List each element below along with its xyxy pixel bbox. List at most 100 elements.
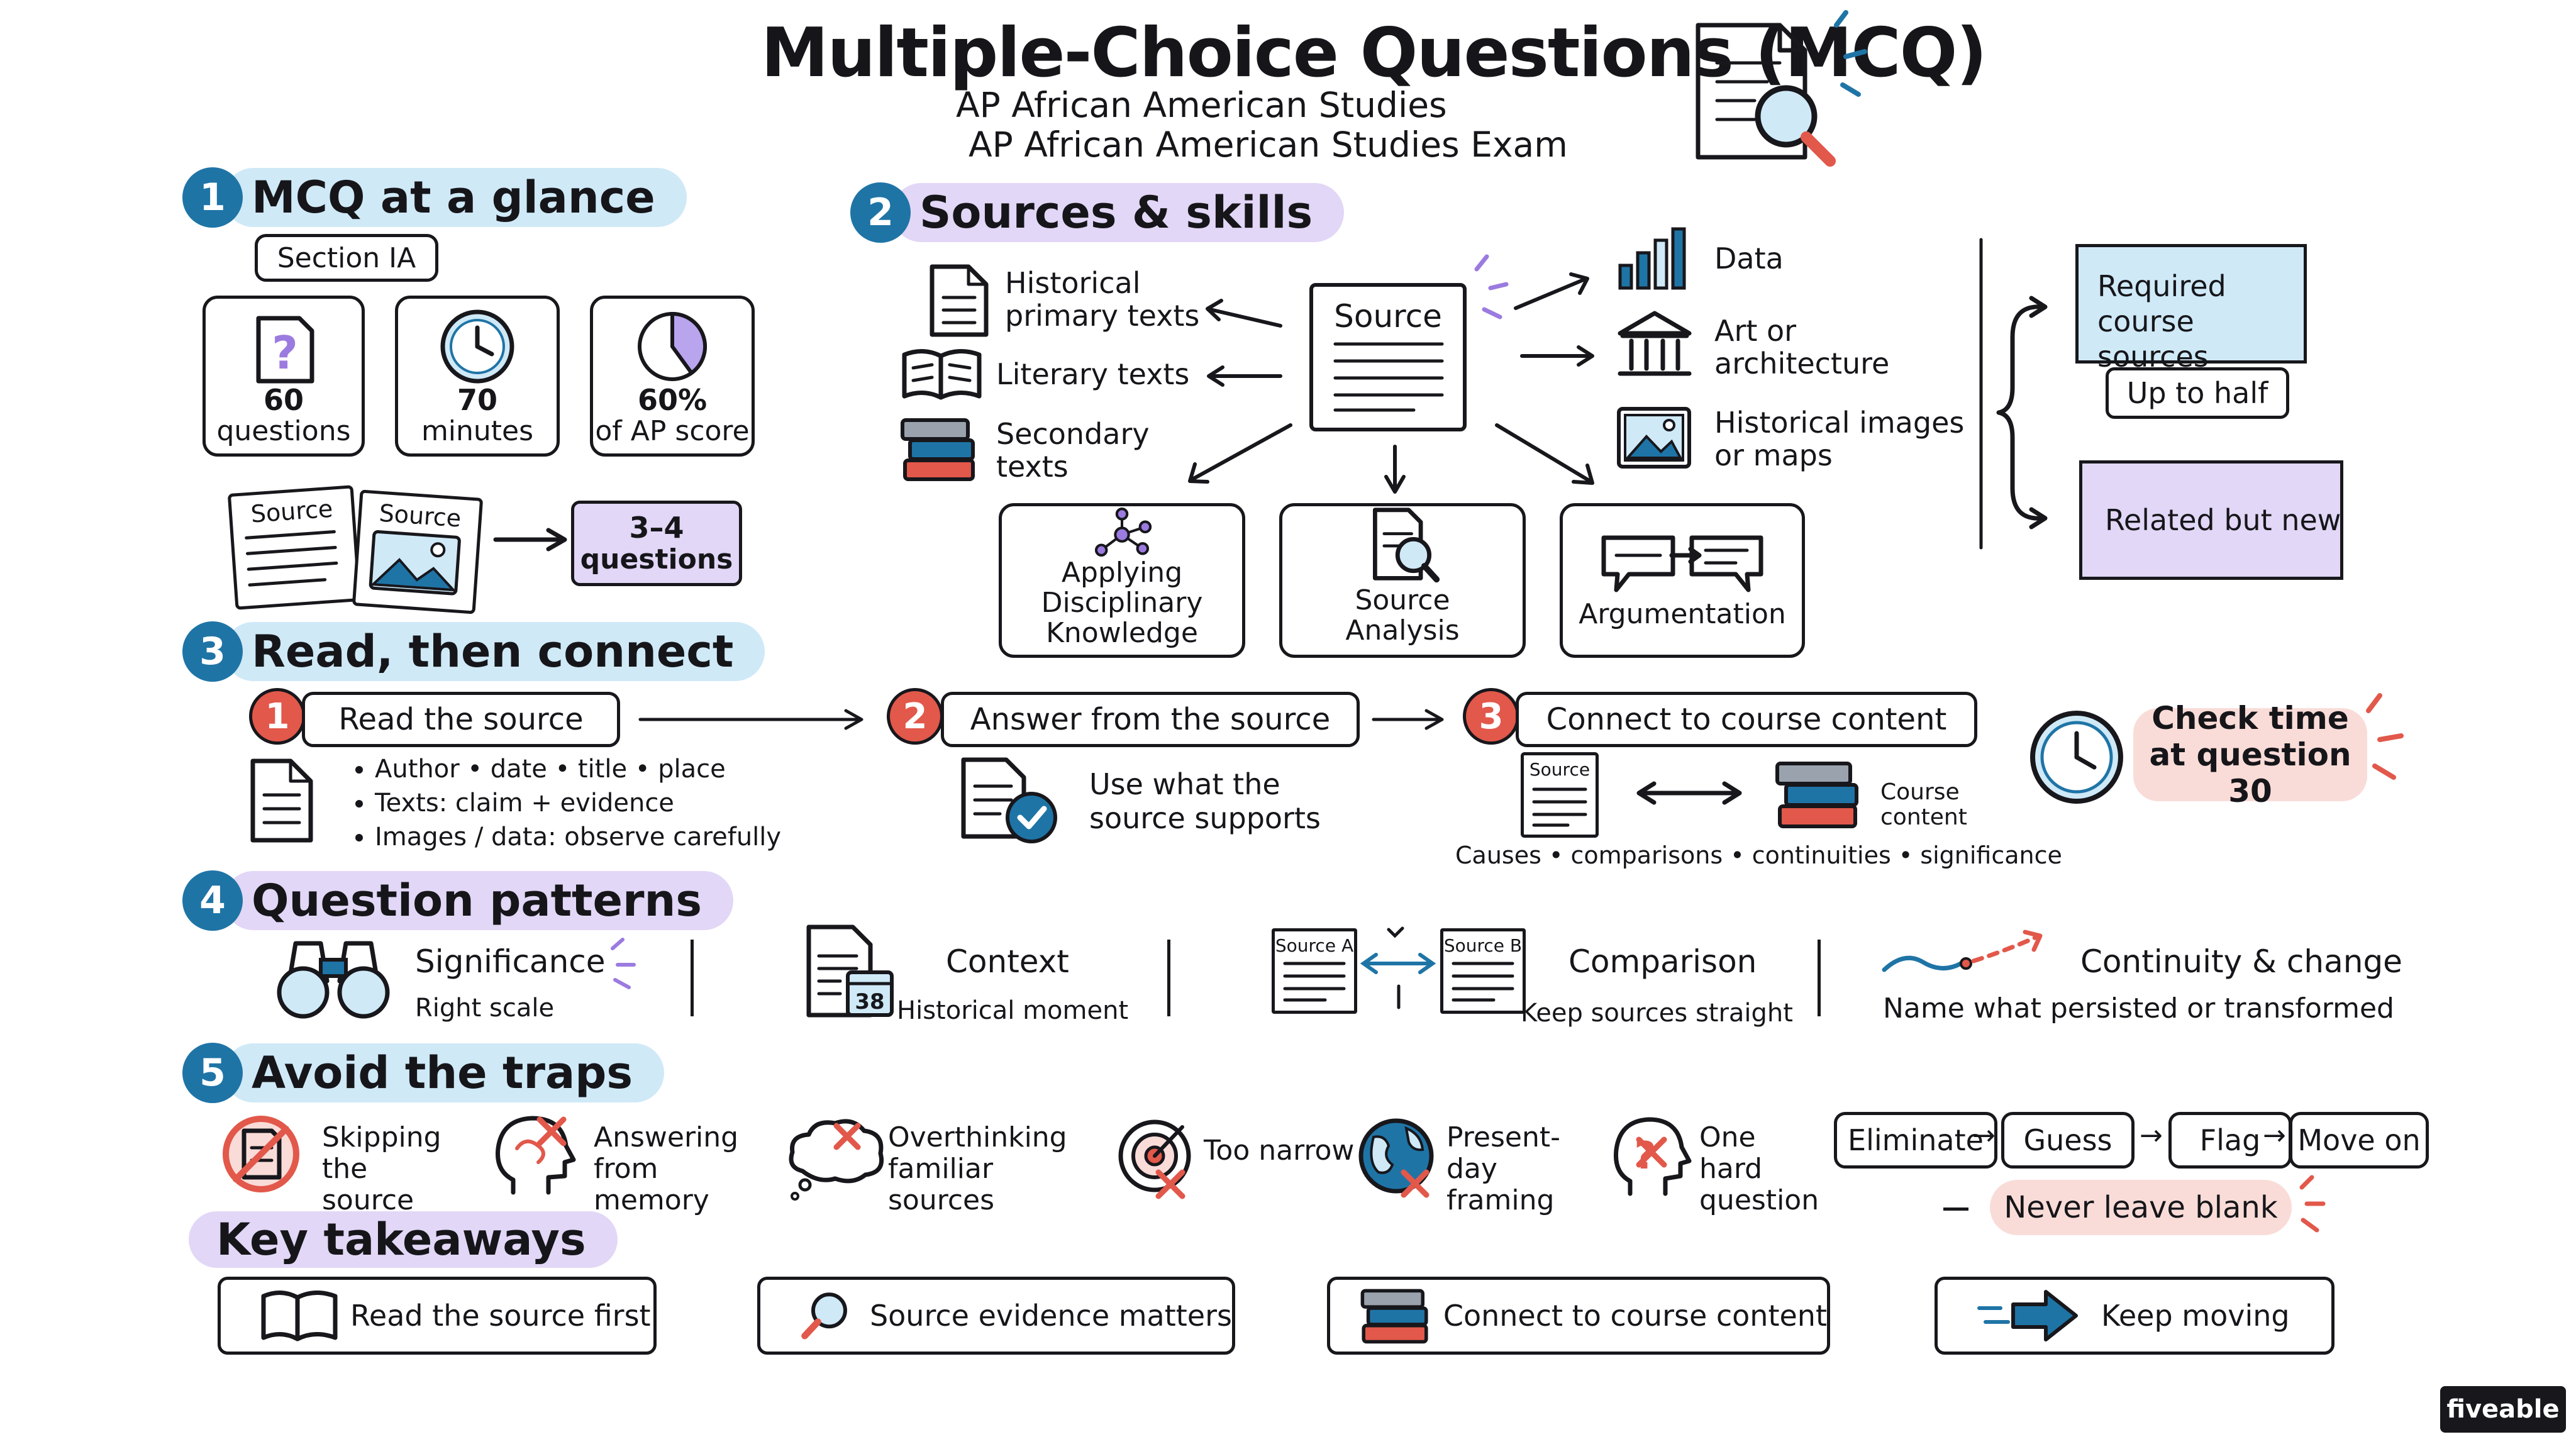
narrow-target-icon	[1118, 1119, 1191, 1199]
takeaway-read-source-first: Read the source first	[218, 1277, 657, 1355]
data-label: Data	[1714, 242, 1784, 275]
related-sources-text: Related but new	[2105, 503, 2341, 537]
check-time-clock-icon	[2030, 711, 2123, 804]
speech-bubbles-icon	[1601, 535, 1763, 592]
pattern-continuity-title: Continuity & change	[2080, 943, 2402, 980]
landscape-image-icon	[369, 530, 461, 596]
calendar-document-icon: 38	[806, 924, 894, 1018]
score-pie-icon	[638, 311, 707, 381]
question-set-box: 3–4 questions	[571, 501, 742, 586]
skip-source-icon	[223, 1116, 299, 1192]
related-sources-note: Related but new	[2079, 460, 2343, 580]
minutes-count: 70	[457, 383, 497, 417]
takeaway-2-text: Source evidence matters	[869, 1299, 1232, 1333]
trap-skipping-source: Skipping the source	[322, 1121, 441, 1216]
takeaway-3-text: Connect to course content	[1443, 1299, 1827, 1333]
trap-one-hard-question: One hard question	[1699, 1121, 1819, 1216]
source-b-lines	[1452, 962, 1514, 1002]
pattern-divider-3	[1818, 940, 1821, 1016]
read-checklist: Author • date • title • place Texts: cla…	[350, 752, 781, 854]
open-book-small-icon	[261, 1291, 338, 1341]
arrow-step-2-to-3	[1372, 709, 1444, 730]
section-2-header: 2 Sources & skills	[850, 182, 1345, 243]
network-nodes-icon	[1094, 508, 1152, 557]
skill-card-source-analysis: Source Analysis	[1279, 503, 1526, 658]
document-check-icon	[961, 757, 1057, 843]
double-arrow-icon	[1636, 781, 1742, 805]
source-text-card: Source	[227, 485, 362, 610]
calendar-day: 38	[855, 989, 884, 1014]
takeaway-1-text: Read the source first	[350, 1299, 651, 1333]
source-a-document: Source A	[1272, 928, 1357, 1014]
step-2-label: Answer from the source	[941, 692, 1360, 747]
pattern-comparison-title: Comparison	[1568, 943, 1757, 980]
pattern-context-sub: Historical moment	[897, 996, 1129, 1025]
flow-arrow-2: →	[2140, 1119, 2163, 1152]
step-2-number: 2	[887, 688, 943, 745]
section-ia-label: Section IA	[255, 234, 438, 282]
secondary-texts-label: Secondary texts	[996, 417, 1150, 484]
trap-overthinking: Overthinking familiar sources	[888, 1121, 1067, 1216]
mini-source-label: Source	[1529, 759, 1591, 780]
pattern-context-title: Context	[946, 943, 1069, 980]
use-what-source-supports: Use what the source supports	[1089, 767, 1321, 835]
connect-caption: Causes • comparisons • continuities • si…	[1455, 841, 2062, 869]
check-time-badge: Check time at question 30	[2133, 700, 2367, 809]
checklist-item-metadata: Author • date • title • place	[375, 752, 781, 786]
section-4-number: 4	[182, 870, 243, 931]
step-1-label: Read the source	[302, 692, 620, 747]
section-1-number: 1	[182, 167, 243, 228]
flow-guess: Guess	[2001, 1112, 2135, 1169]
never-blank-dash	[1943, 1208, 1968, 1211]
svg-text:?: ?	[272, 326, 298, 379]
source-a-label: Source A	[1275, 935, 1354, 956]
divider-bracket	[1979, 238, 2048, 550]
course-content-label: Course content	[1880, 779, 1967, 830]
continuity-wave-icon	[1882, 930, 2043, 972]
arrow-step-1-to-2	[638, 709, 863, 730]
skill-source-analysis: Source Analysis	[1345, 584, 1460, 647]
central-source-document: Source	[1309, 283, 1467, 431]
central-text-lines	[1333, 342, 1444, 412]
literary-texts-label: Literary texts	[996, 357, 1190, 391]
red-sparkle-never-blank	[2299, 1175, 2326, 1233]
mini-source-lines	[1532, 787, 1587, 827]
flow-eliminate: Eliminate	[1834, 1112, 1997, 1169]
questions-stat-card: ? 60 questions	[203, 296, 365, 457]
images-maps-label: Historical images or maps	[1714, 406, 1965, 472]
section-4-title: Question patterns	[224, 871, 733, 930]
score-unit: of AP score	[595, 415, 750, 447]
red-sparkle-check-time	[2366, 693, 2404, 780]
course-subtitle: AP African American Studies	[956, 85, 1447, 125]
document-magnifier-icon	[1696, 10, 1867, 167]
check-time-text: Check time at question 30	[2149, 700, 2351, 809]
questions-count: 60	[263, 383, 304, 417]
open-book-icon	[902, 348, 982, 400]
takeaway-keep-moving: Keep moving	[1935, 1277, 2334, 1355]
section-1-title: MCQ at a glance	[224, 168, 687, 227]
never-blank-text: Never leave blank	[2004, 1190, 2278, 1225]
book-stack-icon	[901, 418, 975, 481]
flow-move-on: Move on	[2289, 1112, 2429, 1169]
mini-source-document: Source	[1521, 752, 1599, 838]
clock-icon	[440, 309, 514, 384]
section-1-header: 1 MCQ at a glance	[182, 167, 687, 228]
minutes-stat-card: 70 minutes	[395, 296, 560, 457]
books-small-icon	[1360, 1289, 1428, 1344]
purple-sparkle-source	[1474, 254, 1509, 319]
never-blank-badge: Never leave blank	[1990, 1180, 2292, 1235]
flow-arrow-3: →	[2263, 1119, 2286, 1152]
fiveable-logo: fiveable	[2440, 1386, 2566, 1433]
trap-answering-memory: Answering from memory	[594, 1121, 739, 1216]
questions-unit: questions	[216, 415, 351, 447]
source-a-lines	[1283, 962, 1346, 1002]
section-5-header: 5 Avoid the traps	[182, 1043, 665, 1103]
takeaway-source-evidence: Source evidence matters	[757, 1277, 1235, 1355]
primary-texts-label: Historical primary texts	[1005, 266, 1200, 333]
section-2-number: 2	[850, 182, 911, 243]
pattern-divider-2	[1167, 940, 1170, 1016]
pattern-divider-1	[691, 940, 694, 1016]
central-source-label: Source	[1334, 298, 1442, 335]
binoculars-icon	[277, 941, 390, 1019]
takeaway-connect-course: Connect to course content	[1327, 1277, 1830, 1355]
